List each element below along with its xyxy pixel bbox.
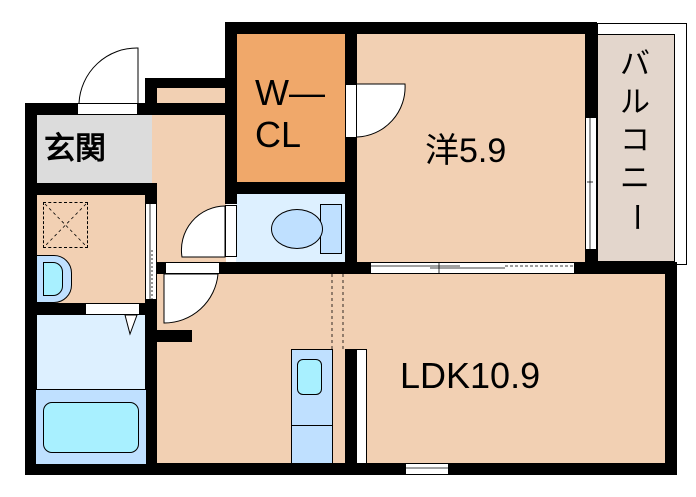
closet-label-line2: CL bbox=[255, 114, 302, 155]
kitchen-stove-divider bbox=[291, 425, 333, 426]
ldk-floor bbox=[157, 274, 665, 464]
kitchen-counter-end bbox=[345, 349, 367, 464]
balcony-char: ー bbox=[619, 202, 652, 232]
wall bbox=[225, 182, 355, 194]
closet-floor bbox=[236, 34, 345, 182]
wall bbox=[145, 300, 157, 470]
entrance-door-sill bbox=[77, 103, 138, 115]
toilet-bowl[interactable] bbox=[271, 209, 323, 249]
wall bbox=[25, 103, 77, 115]
kitchen-sink bbox=[297, 359, 322, 395]
wall bbox=[145, 78, 235, 88]
wall bbox=[25, 463, 677, 475]
wall bbox=[345, 22, 357, 84]
washing-machine-space bbox=[43, 202, 88, 248]
wall bbox=[25, 103, 37, 475]
balcony-window[interactable] bbox=[585, 117, 597, 250]
wall bbox=[225, 22, 237, 204]
wall bbox=[345, 138, 357, 274]
wall bbox=[220, 262, 370, 274]
balcony-char: コ bbox=[620, 124, 650, 157]
balcony-char: バ bbox=[620, 48, 650, 81]
western-room-label: 洋5.9 bbox=[425, 132, 507, 170]
washroom-door-sill bbox=[85, 303, 140, 315]
ldk-label: LDK10.9 bbox=[400, 355, 541, 396]
closet-door-swing bbox=[356, 83, 406, 138]
balcony-label: バ ル コ ニ ー bbox=[610, 46, 660, 236]
wall bbox=[225, 22, 597, 34]
washroom-window[interactable] bbox=[145, 203, 157, 300]
wall bbox=[157, 330, 192, 342]
balcony-char: ル bbox=[620, 86, 650, 119]
balcony-inner bbox=[597, 34, 675, 262]
washroom-door-triangle bbox=[124, 314, 138, 336]
toilet-door-swing bbox=[180, 205, 226, 258]
wall bbox=[665, 262, 677, 475]
wall bbox=[25, 303, 85, 315]
wall bbox=[585, 22, 597, 117]
western-room-floor bbox=[355, 34, 585, 262]
wall bbox=[140, 303, 157, 315]
wall bbox=[25, 183, 157, 195]
wash-basin-bowl bbox=[43, 262, 63, 296]
bathtub[interactable] bbox=[43, 402, 139, 453]
entrance-floor bbox=[36, 113, 152, 183]
ldk-door-swing bbox=[163, 273, 219, 324]
ldk-bottom-window[interactable] bbox=[405, 463, 449, 475]
wall bbox=[575, 262, 677, 274]
entrance-door-swing bbox=[78, 47, 139, 104]
closet-label-line1: W— bbox=[255, 72, 325, 113]
balcony-char: ニ bbox=[620, 162, 650, 195]
closet-door-jamb bbox=[345, 84, 357, 138]
wall bbox=[138, 103, 236, 115]
wall bbox=[145, 183, 157, 203]
entrance-label: 玄関 bbox=[44, 131, 106, 166]
